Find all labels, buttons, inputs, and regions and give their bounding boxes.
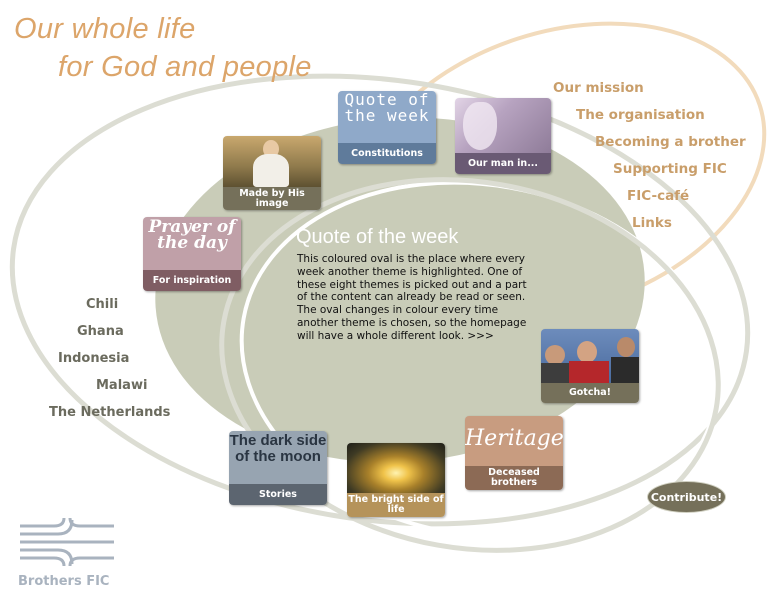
tagline: Our whole life for God and people <box>14 10 312 86</box>
country-indonesia[interactable]: Indonesia <box>58 351 130 366</box>
dark-side-art: The dark side of the moon <box>229 431 327 484</box>
feature-body[interactable]: This coloured oval is the place where ev… <box>297 253 527 342</box>
tile-dark-side-of-the-moon[interactable]: The dark side of the moon Stories <box>229 431 327 505</box>
prayer-art: Prayer of the day <box>143 217 241 270</box>
dark-side-art-text: The dark side of the moon <box>229 432 327 465</box>
contribute-button[interactable]: Contribute! <box>647 481 726 513</box>
brothers-fic-logo[interactable] <box>18 516 116 568</box>
tile-bright-side-of-life[interactable]: The bright side of life <box>347 443 445 517</box>
feature-title: Quote of the week <box>296 226 459 248</box>
tile-heritage-caption: Deceased brothers <box>465 466 563 490</box>
country-malawi[interactable]: Malawi <box>96 378 148 393</box>
tile-stories-caption: Stories <box>229 484 327 505</box>
nav-fic-cafe[interactable]: FIC-café <box>627 188 690 204</box>
tile-constitutions-caption: Constitutions <box>338 143 436 164</box>
nav-the-organisation[interactable]: The organisation <box>576 107 705 123</box>
nav-links[interactable]: Links <box>632 215 672 231</box>
tile-gotcha[interactable]: Gotcha! <box>541 329 639 403</box>
tile-made-by-caption: Made by His image <box>223 187 321 210</box>
tile-gotcha-caption: Gotcha! <box>541 383 639 403</box>
brand-name: Brothers FIC <box>18 574 110 589</box>
tile-prayer-caption: For inspiration <box>143 270 241 291</box>
group-photo <box>541 329 639 383</box>
prayer-art-text: Prayer of the day <box>148 217 236 253</box>
sunset-photo <box>347 443 445 493</box>
quote-art-text: Quote of the week <box>344 91 430 125</box>
tile-made-by-his-image[interactable]: Made by His image <box>223 136 321 210</box>
portrait-photo <box>455 98 551 153</box>
nav-supporting-fic[interactable]: Supporting FIC <box>613 161 727 177</box>
tile-constitutions[interactable]: Quote of the week Constitutions <box>338 91 436 164</box>
tile-bright-side-caption: The bright side of life <box>347 493 445 517</box>
country-the-netherlands[interactable]: The Netherlands <box>49 405 171 420</box>
heritage-art: Heritage <box>465 416 563 466</box>
country-chili[interactable]: Chili <box>86 297 119 312</box>
tagline-line2: for God and people <box>58 51 312 83</box>
tagline-line1: Our whole life <box>14 13 196 45</box>
country-ghana[interactable]: Ghana <box>77 324 124 339</box>
nav-our-mission[interactable]: Our mission <box>553 80 644 96</box>
heritage-art-text: Heritage <box>465 426 563 451</box>
quote-of-the-week-art: Quote of the week <box>338 91 436 143</box>
tile-prayer-of-the-day[interactable]: Prayer of the day For inspiration <box>143 217 241 291</box>
nav-becoming-a-brother[interactable]: Becoming a brother <box>595 134 746 150</box>
madonna-painting <box>223 136 321 187</box>
tile-heritage[interactable]: Heritage Deceased brothers <box>465 416 563 490</box>
tile-our-man-in[interactable]: Our man in... <box>455 98 551 174</box>
tile-our-man-in-caption: Our man in... <box>455 153 551 174</box>
